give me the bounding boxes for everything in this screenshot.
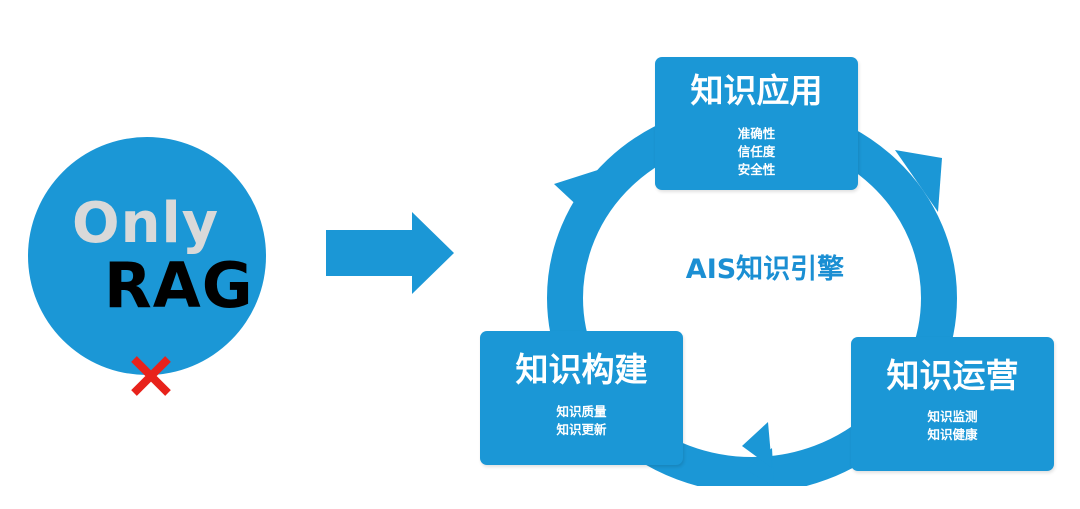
box-item: 知识更新	[556, 422, 607, 437]
knowledge-operations-box: 知识运营 知识监测 知识健康	[851, 337, 1054, 471]
knowledge-construction-box: 知识构建 知识质量 知识更新	[480, 331, 683, 465]
knowledge-application-box: 知识应用 准确性 信任度 安全性	[655, 57, 858, 190]
box-title: 知识构建	[515, 350, 648, 389]
box-title: 知识运营	[886, 356, 1019, 395]
box-item: 知识质量	[556, 404, 607, 419]
engine-title: AIS知识引擎	[685, 254, 845, 285]
box-items: 知识质量 知识更新	[480, 403, 683, 439]
red-x-icon	[131, 356, 171, 396]
cycle-arrow-left	[554, 168, 604, 212]
cycle-arrow-right	[895, 150, 942, 212]
box-item: 知识健康	[927, 427, 978, 442]
only-label: Only	[72, 191, 220, 256]
box-item: 安全性	[737, 162, 776, 177]
only-rag-circle	[28, 137, 266, 375]
rag-label: RAG	[104, 249, 254, 322]
transition-arrow-icon	[326, 212, 454, 294]
box-item: 知识监测	[927, 409, 978, 424]
box-item: 信任度	[737, 144, 776, 159]
box-item: 准确性	[737, 126, 776, 141]
box-title: 知识应用	[690, 71, 823, 110]
box-items: 知识监测 知识健康	[851, 408, 1054, 444]
box-items: 准确性 信任度 安全性	[655, 125, 858, 179]
